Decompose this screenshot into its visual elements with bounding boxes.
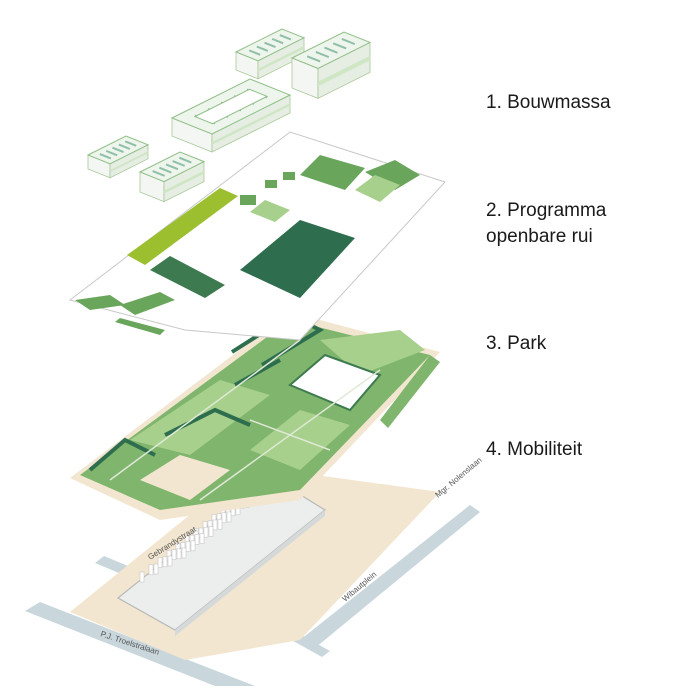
parking-stall	[167, 555, 173, 567]
programma-lime-strip	[127, 188, 238, 265]
building-band	[212, 103, 290, 145]
solar-panel	[112, 146, 124, 154]
building-block-4	[86, 135, 150, 179]
label-programma-line2: openbare rui	[486, 226, 593, 247]
parking-stall	[203, 526, 209, 538]
road-troelstralaan	[25, 602, 255, 686]
programma-mid-4	[120, 292, 175, 315]
programma-mid-1	[300, 155, 365, 190]
programma-light-1	[355, 175, 400, 202]
solar-panel	[105, 149, 118, 157]
parking-stall	[199, 533, 205, 544]
solar-panel	[152, 170, 166, 177]
programma-mid-2	[365, 160, 420, 190]
building-block-1	[234, 28, 306, 80]
programma-light-2	[250, 200, 290, 222]
solar-panel	[279, 34, 292, 41]
solar-panel	[165, 163, 179, 171]
building-block-2	[290, 31, 372, 100]
solar-panel	[256, 45, 269, 52]
layer-bouwmassa	[86, 28, 372, 203]
park-lawn-light-2	[250, 410, 350, 470]
building-band	[258, 45, 304, 72]
solar-panel	[118, 143, 131, 150]
solar-panel	[306, 55, 321, 63]
building-band	[318, 55, 370, 87]
road-nolenslaan	[300, 505, 480, 648]
parking-stall	[153, 563, 159, 575]
solar-panel	[315, 51, 330, 59]
building-courtyard	[193, 88, 269, 125]
park-strip-east	[380, 355, 440, 428]
building-block-5	[138, 151, 206, 203]
programma-sports-field	[240, 220, 355, 298]
parking-stall	[190, 540, 196, 552]
parking-stall	[139, 571, 145, 583]
parking-stall	[181, 547, 187, 559]
building-band	[110, 151, 148, 173]
layer-programma	[68, 131, 446, 341]
solar-panel	[271, 37, 284, 45]
parking-stall	[176, 548, 182, 560]
solar-panel	[178, 156, 192, 164]
street-label-nolenslaan: Mgr. Nolenslaan	[434, 455, 484, 499]
programma-small-blocks	[240, 172, 295, 205]
parking-stall	[162, 556, 168, 568]
building-block-3	[170, 78, 292, 153]
solar-panel	[99, 153, 112, 160]
building-band	[164, 170, 204, 194]
parking-stall	[221, 512, 227, 524]
parking-stall	[157, 557, 163, 568]
parking-stall	[226, 511, 232, 523]
programma-base	[68, 131, 446, 341]
label-bouwmassa: 1. Bouwmassa	[486, 92, 611, 113]
park-courtyard-void	[288, 353, 382, 412]
parking-stall	[208, 526, 214, 537]
park-plaza-void	[140, 455, 230, 500]
label-programma: 2. Programma openbare rui	[486, 198, 606, 250]
park-paths	[109, 339, 381, 501]
label-programma-line1: 2. Programma	[486, 200, 607, 221]
solar-panel	[341, 38, 356, 46]
programma-mid-3	[75, 295, 125, 310]
programma-dark-strip	[150, 256, 225, 298]
layer-park	[70, 312, 440, 520]
parking-stall	[185, 541, 191, 552]
parking-stall	[194, 534, 200, 545]
parking-stall	[212, 519, 218, 531]
label-park: 3. Park	[486, 333, 547, 354]
parking-stall	[171, 549, 177, 560]
solar-panel	[264, 41, 276, 49]
label-mobiliteit: 4. Mobiliteit	[486, 439, 583, 460]
programma-mid-5	[115, 318, 165, 335]
solar-panel	[158, 166, 172, 174]
parking-stall	[148, 564, 154, 576]
solar-panel	[332, 42, 347, 50]
solar-panel	[172, 160, 186, 167]
park-lawn-light-3	[320, 330, 425, 375]
solar-panel	[124, 140, 137, 147]
parking-stall	[217, 518, 223, 530]
solar-panel	[248, 49, 261, 56]
solar-panel	[324, 46, 338, 54]
